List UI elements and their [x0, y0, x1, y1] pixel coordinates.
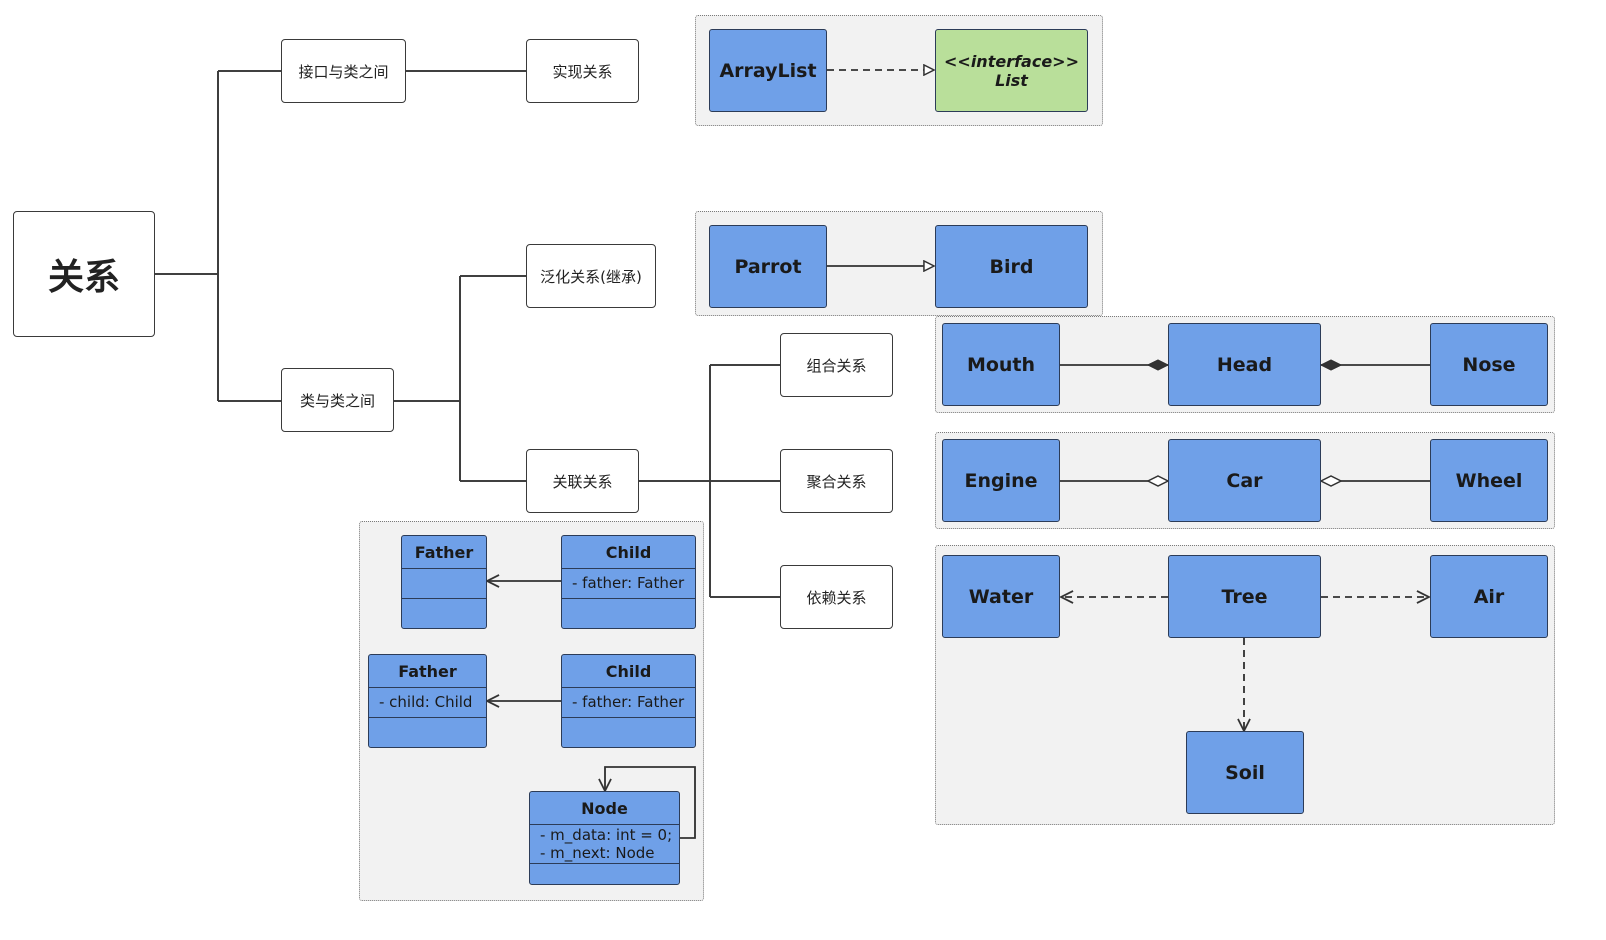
mindmap-connectors	[154, 70, 780, 598]
interface-class-node[interactable]: 接口与类之间	[281, 39, 406, 103]
class-name: Child	[562, 655, 695, 689]
nose-class[interactable]: Nose	[1430, 323, 1548, 406]
wheel-class[interactable]: Wheel	[1430, 439, 1548, 522]
class-name: Node	[530, 792, 679, 826]
class-name: Child	[562, 536, 695, 570]
interface-stereotype: <<interface>>	[944, 51, 1079, 71]
attribute-m-data: - m_data: int = 0;	[540, 826, 673, 845]
realization-node[interactable]: 实现关系	[526, 39, 639, 103]
association-self-loop	[605, 766, 696, 839]
car-class[interactable]: Car	[1168, 439, 1321, 522]
aggregation-node[interactable]: 聚合关系	[780, 449, 893, 513]
father-class-uni[interactable]: Father	[401, 535, 487, 629]
class-name: Father	[402, 536, 486, 570]
composition-node[interactable]: 组合关系	[780, 333, 893, 397]
parrot-class[interactable]: Parrot	[709, 225, 827, 308]
attribute-m-next: - m_next: Node	[540, 844, 655, 863]
child-class-bi[interactable]: Child - father: Father	[561, 654, 696, 748]
attributes-section: - child: Child	[369, 688, 486, 718]
father-class-bi[interactable]: Father - child: Child	[368, 654, 487, 748]
list-interface[interactable]: <<interface>> List	[935, 29, 1088, 112]
attributes-section: - m_data: int = 0; - m_next: Node	[530, 825, 679, 865]
attributes-section: - father: Father	[562, 569, 695, 599]
methods-section	[530, 864, 679, 884]
dependency-node[interactable]: 依赖关系	[780, 565, 893, 629]
methods-section	[562, 599, 695, 628]
generalization-node[interactable]: 泛化关系(继承)	[526, 244, 656, 308]
association-node[interactable]: 关联关系	[526, 449, 639, 513]
node-class-self[interactable]: Node - m_data: int = 0; - m_next: Node	[529, 791, 680, 885]
arraylist-class[interactable]: ArrayList	[709, 29, 827, 112]
mouth-class[interactable]: Mouth	[942, 323, 1060, 406]
methods-section	[562, 718, 695, 747]
class-name: Father	[369, 655, 486, 689]
bird-class[interactable]: Bird	[935, 225, 1088, 308]
tree-class[interactable]: Tree	[1168, 555, 1321, 638]
attributes-section: - father: Father	[562, 688, 695, 718]
soil-class[interactable]: Soil	[1186, 731, 1304, 814]
engine-class[interactable]: Engine	[942, 439, 1060, 522]
methods-section	[402, 599, 486, 628]
head-class[interactable]: Head	[1168, 323, 1321, 406]
root-node[interactable]: 关系	[13, 211, 155, 337]
water-class[interactable]: Water	[942, 555, 1060, 638]
child-class-uni[interactable]: Child - father: Father	[561, 535, 696, 629]
methods-section	[369, 718, 486, 747]
interface-name: List	[995, 70, 1028, 90]
class-class-node[interactable]: 类与类之间	[281, 368, 394, 432]
attributes-section	[402, 569, 486, 599]
air-class[interactable]: Air	[1430, 555, 1548, 638]
